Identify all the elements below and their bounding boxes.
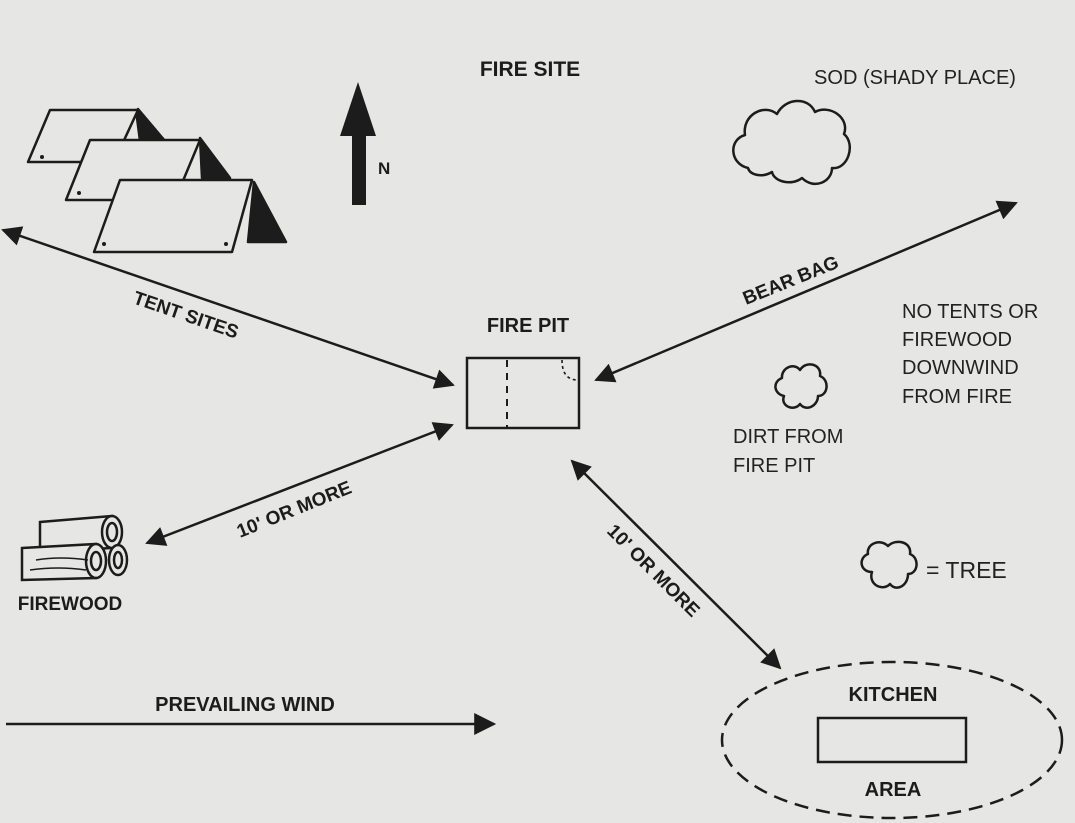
legend-label: = TREE	[926, 557, 1007, 583]
warning-line3: DOWNWIND	[902, 357, 1019, 379]
tents-icon	[26, 107, 288, 254]
kitchen-label-bottom: AREA	[865, 779, 922, 801]
sod-cloud-icon	[732, 99, 851, 186]
bear-bag-arrow	[594, 200, 1018, 383]
diagram-title: FIRE SITE	[480, 58, 580, 81]
kitchen-distance-label: 10' OR MORE	[602, 521, 703, 622]
north-arrow-icon	[340, 82, 376, 205]
tent-sites-label: TENT SITES	[130, 288, 241, 344]
fire-pit-icon	[465, 356, 581, 430]
fire-pit-label: FIRE PIT	[487, 315, 569, 337]
warning-line1: NO TENTS OR	[902, 301, 1038, 323]
firewood-distance-arrow	[145, 422, 454, 546]
legend-tree-icon	[860, 540, 918, 589]
tent-icon	[92, 178, 288, 254]
warning-line4: FROM FIRE	[902, 386, 1012, 408]
north-label: N	[378, 159, 390, 178]
dirt-label-line2: FIRE PIT	[733, 455, 815, 477]
kitchen-distance-arrow	[570, 459, 782, 670]
sod-label: SOD (SHADY PLACE)	[814, 67, 1016, 89]
dirt-label-line1: DIRT FROM	[733, 426, 843, 448]
firewood-label: FIREWOOD	[18, 594, 123, 615]
firewood-logs-icon	[20, 514, 129, 582]
kitchen-label-top: KITCHEN	[849, 684, 938, 706]
tree-icon	[774, 363, 828, 409]
tent-sites-arrow	[1, 226, 455, 389]
bear-bag-label: BEAR BAG	[740, 252, 842, 309]
firewood-distance-label: 10' OR MORE	[234, 478, 355, 543]
warning-line2: FIREWOOD	[902, 329, 1012, 351]
kitchen-area	[720, 660, 1064, 820]
kitchen-table-icon	[816, 716, 968, 764]
wind-label: PREVAILING WIND	[155, 694, 335, 716]
